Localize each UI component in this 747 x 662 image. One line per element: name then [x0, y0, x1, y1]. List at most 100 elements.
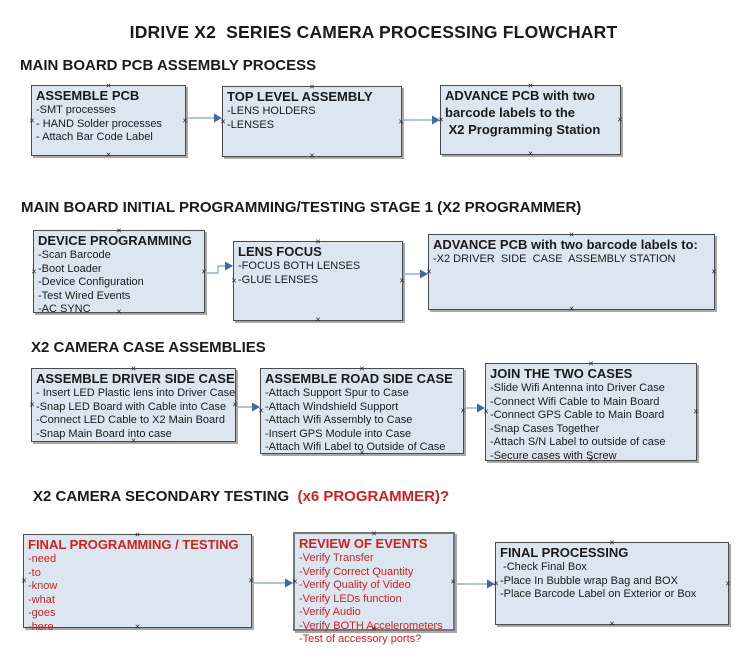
- box-title: ADVANCE PCB with two: [445, 88, 595, 103]
- flow-box-advance-pcb-driver-side: × × × × ADVANCE PCB with two barcode lab…: [426, 230, 717, 313]
- flow-arrow: [455, 579, 495, 589]
- box-item: -Snap LED Board with Cable into Case: [36, 400, 227, 413]
- box-title: ADVANCE PCB with two barcode labels to:: [433, 237, 698, 252]
- flow-box-assemble-road-side-case: × × × × ASSEMBLE ROAD SIDE CASE -Attach …: [258, 364, 465, 457]
- box-item: -LENS HOLDERS: [227, 105, 316, 117]
- box-title: FINAL PROGRAMMING / TESTING: [28, 537, 239, 552]
- box-item: -AC SYNC: [38, 303, 91, 315]
- flow-box-review-of-events: × × × × REVIEW OF EVENTS -Verify Transfe…: [292, 529, 455, 645]
- anchor-icon: ×: [426, 266, 432, 277]
- box-item: barcode labels to the: [445, 105, 576, 120]
- box-title: TOP LEVEL ASSEMBLY: [227, 89, 373, 104]
- box-item: -know: [28, 580, 58, 592]
- flow-arrow: [464, 403, 485, 413]
- anchor-icon: ×: [231, 275, 237, 286]
- anchor-icon: ×: [693, 406, 699, 417]
- box-item: -Test of accessory ports?: [299, 633, 422, 645]
- box-title: ASSEMBLE DRIVER SIDE CASE: [36, 371, 235, 386]
- box-item: -Attach S/N Label to outside of case: [490, 436, 666, 448]
- flow-arrow: [402, 115, 440, 125]
- box-item: -Verify Transfer: [299, 552, 374, 564]
- box-title: LENS FOCUS: [238, 244, 322, 259]
- box-item: -goes: [28, 607, 56, 619]
- box-item: -LENSES: [227, 118, 275, 131]
- anchor-icon: ×: [292, 576, 298, 586]
- box-title: REVIEW OF EVENTS: [299, 536, 428, 551]
- section-heading-black-part: X2 CAMERA SECONDARY TESTING: [33, 488, 298, 505]
- box-title: DEVICE PROGRAMMING: [38, 233, 192, 248]
- anchor-icon: ×: [725, 578, 731, 588]
- box-item: -need: [28, 553, 57, 565]
- box-item: - Attach Bar Code Label: [36, 131, 153, 143]
- flow-arrow-elbow: [205, 261, 233, 274]
- anchor-icon: ×: [105, 149, 112, 160]
- flow-box-final-programming-testing: × × × × FINAL PROGRAMMING / TESTING -nee…: [21, 530, 253, 633]
- box-item: -Attach Support Spur to Case: [265, 387, 409, 399]
- anchor-icon: ×: [21, 575, 27, 586]
- section-heading-pcb-assembly: MAIN BOARD PCB ASSEMBLY PROCESS: [20, 57, 317, 74]
- box-item: -Connect LED Cable to X2 Main Board: [36, 414, 225, 426]
- box-item: - Insert LED Plastic lens into Driver Ca…: [36, 387, 236, 399]
- box-item: -Secure cases with Screw: [490, 449, 617, 462]
- box-item: -Device Configuration: [38, 276, 144, 288]
- anchor-icon: ×: [31, 266, 37, 276]
- box-title: FINAL PROCESSING: [500, 545, 629, 560]
- flow-arrow: [236, 402, 260, 412]
- box-item: -SMT processes: [36, 104, 116, 116]
- flow-box-join-the-two-cases: × × × × JOIN THE TWO CASES -Slide Wifi A…: [483, 359, 699, 464]
- box-item: -FOCUS BOTH LENSES: [238, 260, 361, 272]
- box-item: -Attach Wifi Assembly to Case: [265, 414, 413, 426]
- section-heading-secondary-testing: X2 CAMERA SECONDARY TESTING (x6 PROGRAMM…: [33, 488, 449, 505]
- section-heading-initial-programming: MAIN BOARD INITIAL PROGRAMMING/TESTING S…: [21, 199, 582, 216]
- box-item: -Verify BOTH Accelerometers: [299, 619, 443, 632]
- box-item: -Verify Audio: [299, 606, 361, 618]
- box-item: -Verify Correct Quantity: [299, 565, 414, 578]
- box-item: -GLUE LENSES: [238, 273, 319, 286]
- box-item: -here: [28, 620, 54, 633]
- box-item: -Verify LEDs function: [299, 592, 402, 605]
- box-item: -Snap Cases Together: [490, 422, 600, 435]
- anchor-icon: ×: [617, 114, 623, 125]
- box-item: - HAND Solder processes: [36, 117, 162, 130]
- box-item: -Connect GPS Cable to Main Board: [490, 409, 665, 421]
- box-item: -Scan Barcode: [38, 249, 111, 261]
- anchor-icon: ×: [711, 266, 717, 277]
- box-item: -Attach Windshield Support: [265, 400, 399, 413]
- box-item: -Insert GPS Module into Case: [265, 427, 412, 440]
- box-item: -Place Barcode Label on Exterior or Box: [500, 588, 697, 600]
- box-item: -Verify Quality of Video: [299, 579, 411, 591]
- anchor-icon: ×: [493, 578, 499, 588]
- anchor-icon: ×: [438, 114, 444, 125]
- anchor-icon: ×: [609, 618, 615, 629]
- flow-arrow: [403, 269, 428, 279]
- flow-box-device-programming: × × × × DEVICE PROGRAMMING -Scan Barcode…: [31, 226, 206, 316]
- box-item: -Attach Wifi Label to Outside of Case: [265, 441, 446, 453]
- box-item: -Connect Wifi Cable to Main Board: [490, 395, 660, 408]
- box-item: -Place In Bubble wrap Bag and BOX: [500, 574, 678, 587]
- anchor-icon: ×: [309, 150, 315, 161]
- anchor-icon: ×: [258, 405, 264, 416]
- box-item: -Check Final Box: [500, 561, 587, 573]
- flow-box-lens-focus: × × × × LENS FOCUS -FOCUS BOTH LENSES -G…: [231, 237, 404, 324]
- anchor-icon: ×: [483, 406, 489, 417]
- anchor-icon: ×: [315, 314, 321, 325]
- box-title: ASSEMBLE PCB: [36, 88, 140, 103]
- flow-box-advance-pcb-programming-station: × × × × ADVANCE PCB with two barcode lab…: [438, 81, 623, 158]
- box-item: X2 Programming Station: [445, 122, 601, 137]
- anchor-icon: ×: [29, 115, 35, 125]
- box-title: ASSEMBLE ROAD SIDE CASE: [265, 371, 453, 386]
- box-item: -to: [28, 566, 41, 579]
- flow-arrow: [252, 578, 293, 588]
- box-item: -what: [28, 593, 55, 606]
- anchor-icon: ×: [220, 116, 226, 126]
- box-item: -X2 DRIVER SIDE CASE ASSEMBLY STATION: [433, 253, 676, 265]
- flow-box-assemble-driver-side-case: × × × × ASSEMBLE DRIVER SIDE CASE - Inse…: [29, 364, 237, 445]
- flow-arrow: [186, 113, 222, 123]
- anchor-icon: ×: [29, 399, 35, 410]
- page-title: IDRIVE X2 SERIES CAMERA PROCESSING FLOWC…: [129, 22, 618, 42]
- flow-box-final-processing: × × × × FINAL PROCESSING -Check Final Bo…: [493, 538, 731, 628]
- section-heading-case-assemblies: X2 CAMERA CASE ASSEMBLIES: [31, 339, 266, 356]
- flow-box-assemble-pcb: × × × × ASSEMBLE PCB -SMT processes - HA…: [29, 81, 187, 159]
- box-item: -Test Wired Events: [38, 289, 131, 302]
